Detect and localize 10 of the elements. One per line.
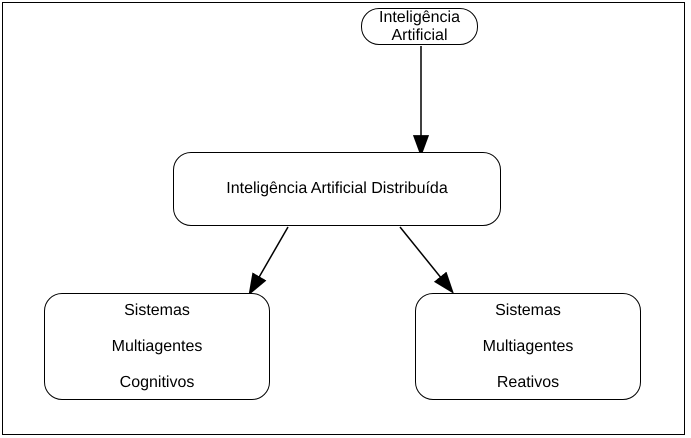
process-box [44,293,270,400]
process-box [173,152,501,226]
arrow [248,226,289,296]
node-label: Sistemas Multiagentes Cognitivos [110,300,204,392]
process-box [415,293,641,400]
node-label: Inteligência Artificial [378,8,461,44]
terminal-pill [361,8,478,45]
node-label: Inteligência Artificial Distribuída [226,180,448,198]
node-label: Sistemas Multiagentes Reativos [482,300,574,392]
arrow [399,226,454,294]
